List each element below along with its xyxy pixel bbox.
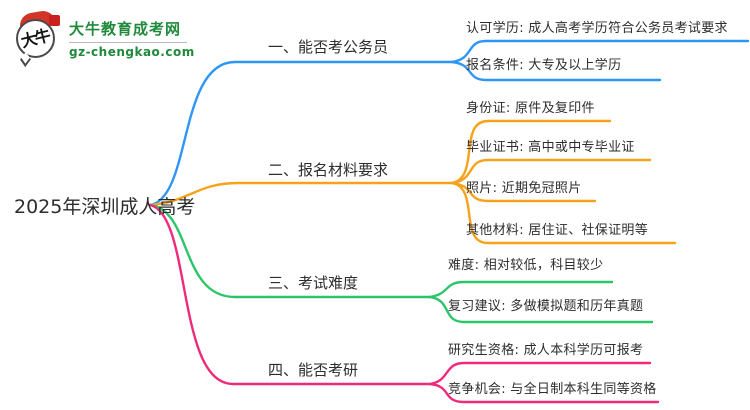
branch-node-2[interactable]: 二、报名材料要求 [268,161,389,179]
leaf-node-4-2[interactable]: 竞争机会: 与全日制本科生同等资格 [448,382,657,397]
logo-text-column: 大牛教育成考网 gz-chengkao.com [69,12,195,59]
connector-branch4-child2 [428,382,660,404]
branch-node-4[interactable]: 四、能否考研 [268,361,359,379]
root-node[interactable]: 2025年深圳成人高考 [14,196,196,218]
leaf-node-4-1[interactable]: 研究生资格: 成人本科学历可报考 [448,343,644,358]
connector-root-branch3 [148,203,432,299]
connector-branch2-child4 [450,181,677,245]
connector-branch1-child1 [450,39,750,64]
connector-branch4-child1 [428,361,652,386]
site-logo: 大牛 大牛教育成考网 gz-chengkao.com [14,8,195,67]
connector-branch3-child1 [428,280,614,299]
connector-branch3-child2 [428,295,654,324]
branch-node-1[interactable]: 一、能否考公务员 [268,38,389,56]
leaf-node-2-3[interactable]: 照片: 近期免冠照片 [466,181,582,196]
logo-mark-icon: 大牛 [14,8,62,67]
leaf-node-2-4[interactable]: 其他材料: 居住证、社保证明等 [466,223,649,238]
connector-root-branch1 [148,60,454,207]
connector-root-branch2 [148,181,454,207]
logo-url: gz-chengkao.com [69,45,195,59]
connector-branch1-child2 [450,60,662,82]
leaf-node-2-1[interactable]: 身份证: 原件及复印件 [466,101,595,116]
connector-root-branch4 [148,203,432,386]
connector-branch2-child1 [450,119,612,185]
logo-bubble: 大牛 [16,19,55,58]
logo-title: 大牛教育成考网 [69,20,182,38]
leaf-node-3-2[interactable]: 复习建议: 多做模拟题和历年真题 [448,299,644,314]
leaf-node-3-1[interactable]: 难度: 相对较低，科目较少 [448,258,604,273]
leaf-node-1-1[interactable]: 认可学历: 成人高考学历符合公务员考试要求 [466,21,728,36]
logo-divider [69,42,187,43]
connector-branch2-child2 [450,158,652,185]
leaf-node-1-2[interactable]: 报名条件: 大专及以上学历 [466,58,622,73]
logo-seal-icon [49,15,60,26]
branch-node-3[interactable]: 三、考试难度 [268,274,359,292]
leaf-node-2-2[interactable]: 毕业证书: 高中或中专毕业证 [466,140,635,155]
